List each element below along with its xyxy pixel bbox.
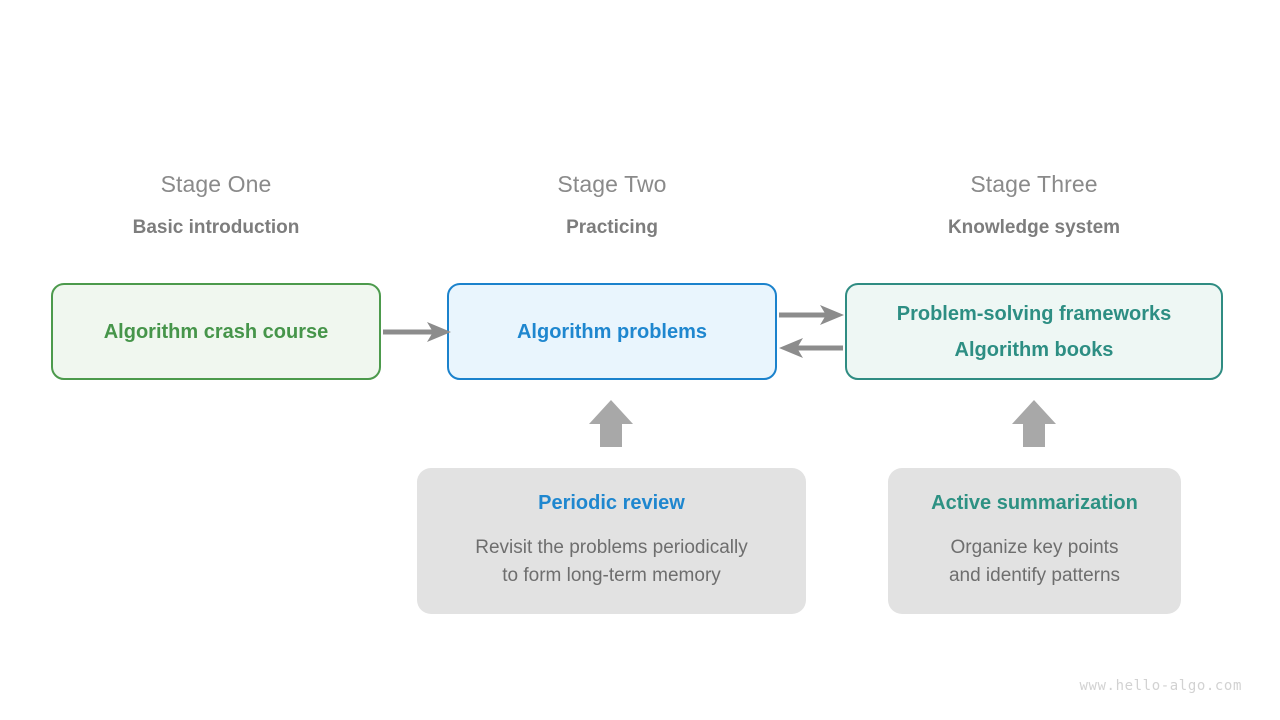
node-problem-solving-frameworks[interactable]: Problem-solving frameworks Algorithm boo… (845, 283, 1223, 380)
node-algorithm-problems[interactable]: Algorithm problems (447, 283, 777, 380)
node-crash-course-label: Algorithm crash course (103, 320, 329, 343)
stage-three-subtitle: Knowledge system (947, 217, 1121, 239)
arrow-review-to-problems-icon (589, 400, 633, 447)
watermark: www.hello-algo.com (1079, 678, 1242, 694)
card-active-summarization-title: Active summarization (931, 492, 1138, 515)
arrow-frameworks-to-problems-icon (779, 338, 843, 358)
card-periodic-review-body-line1: Revisit the problems periodically (475, 537, 748, 559)
stage-two-subtitle: Practicing (566, 217, 658, 239)
node-frameworks-label-1: Problem-solving frameworks (896, 302, 1172, 325)
card-active-summarization-body-line2: and identify patterns (948, 565, 1121, 586)
arrow-crash-to-problems-icon (383, 322, 451, 342)
card-active-summarization-body: Organize key points and identify pattern… (949, 534, 1120, 589)
card-periodic-review-body: Revisit the problems periodically to for… (475, 534, 747, 589)
arrow-summary-to-frameworks-icon (1012, 400, 1056, 447)
stage-column-one: Stage One Basic introduction (51, 171, 381, 239)
arrow-problems-to-frameworks-icon (779, 305, 844, 325)
stage-one-name: Stage One (160, 171, 272, 197)
card-active-summarization-body-line1: Organize key points (950, 537, 1119, 559)
stage-column-two: Stage Two Practicing (447, 171, 777, 239)
stage-two-name: Stage Two (557, 171, 667, 197)
node-algorithm-crash-course[interactable]: Algorithm crash course (51, 283, 381, 380)
card-active-summarization[interactable]: Active summarization Organize key points… (888, 468, 1181, 614)
stage-three-name: Stage Three (970, 171, 1098, 197)
card-periodic-review[interactable]: Periodic review Revisit the problems per… (417, 468, 806, 614)
node-problems-label: Algorithm problems (516, 320, 707, 343)
card-periodic-review-title: Periodic review (538, 492, 685, 515)
stage-column-three: Stage Three Knowledge system (845, 171, 1223, 239)
card-periodic-review-body-line2: to form long-term memory (502, 565, 721, 586)
stage-one-subtitle: Basic introduction (132, 217, 300, 239)
node-frameworks-label-2: Algorithm books (954, 338, 1114, 361)
